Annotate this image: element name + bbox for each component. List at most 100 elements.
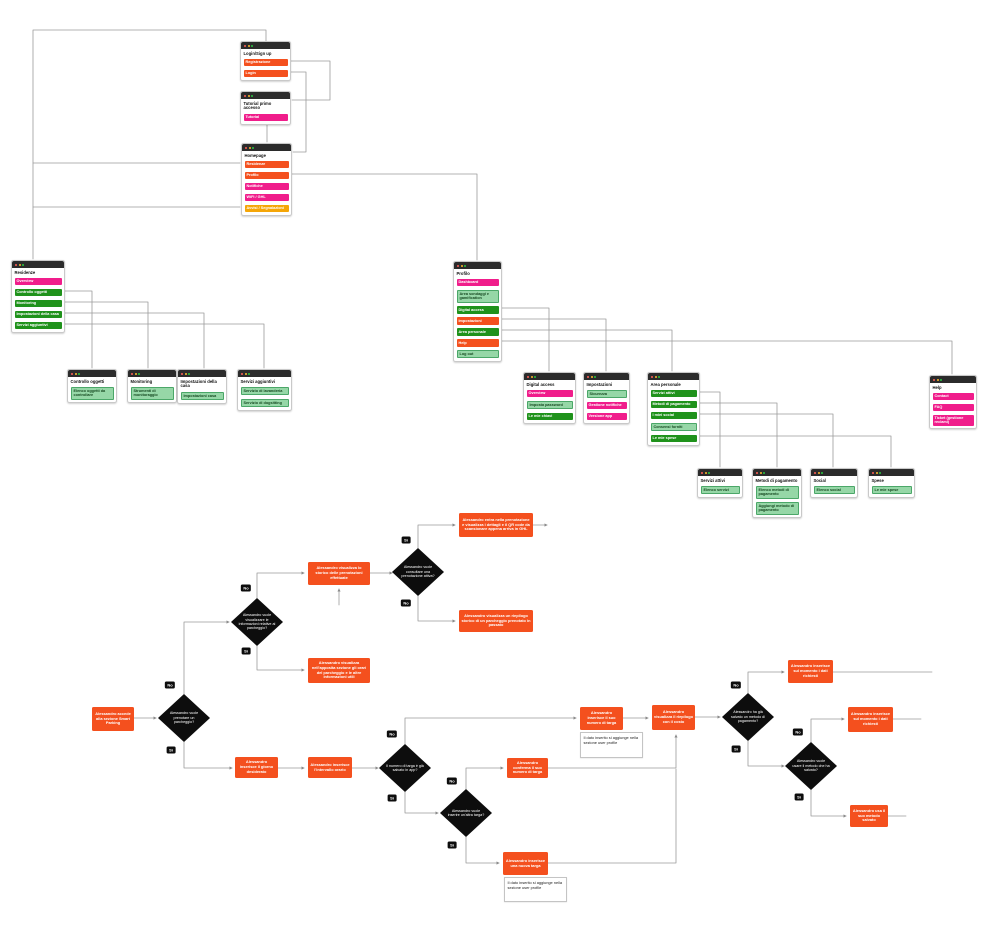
card-row-impostazioni-casa-0[interactable]: Impostazioni casa xyxy=(180,391,224,401)
card-row-profilo-4[interactable]: Area personale xyxy=(456,328,499,336)
card-row-digital-access-0[interactable]: Overview xyxy=(526,389,573,398)
flow-diamond-vuole-prenotare[interactable]: Alessandro vuole prenotare un parcheggio… xyxy=(158,694,210,742)
flow-box-orari-parcheggio[interactable]: Alessandro visualizza nell'apposita sezi… xyxy=(308,658,370,683)
card-row-servizi-aggiuntivi-0[interactable]: Servizio di lavanderia xyxy=(240,386,289,396)
branch-label-no[interactable]: No xyxy=(240,584,252,592)
branch-label-si[interactable]: Sì xyxy=(794,793,804,801)
card-row-profilo-1[interactable]: Area sondaggi e gamification xyxy=(456,289,499,303)
card-row-residenze-0[interactable]: Overview xyxy=(14,277,62,286)
card-row-digital-access-1[interactable]: Imposta password xyxy=(526,400,573,410)
branch-label-no[interactable]: No xyxy=(164,681,176,689)
card-row-servizi-attivi-0[interactable]: Elenco servizi xyxy=(700,485,740,495)
card-row-impostazioni-0[interactable]: Sicurezza xyxy=(586,389,627,399)
flow-box-giorno-desiderato[interactable]: Alessandro inserisce il giorno desiderat… xyxy=(235,757,278,778)
card-row-residenze-4[interactable]: Servizi aggiuntivi xyxy=(14,321,62,330)
branch-label-si[interactable]: Sì xyxy=(731,745,741,753)
branch-label-si[interactable]: Sì xyxy=(241,647,251,655)
card-row-area-personale-0[interactable]: Servizi attivi xyxy=(650,389,697,398)
flow-box-dati-sul-momento-1[interactable]: Alessandro inserisce sul momento i dati … xyxy=(788,660,833,683)
flow-diamond-metodo-pagamento-salvato[interactable]: Alessandro ha già salvato un metodo di p… xyxy=(722,693,774,741)
card-row-tutorial-0[interactable]: Tutorial xyxy=(243,113,288,122)
card-row-impostazioni-2[interactable]: Versione app xyxy=(586,412,627,421)
card-row-residenze-3[interactable]: Impostazioni della casa xyxy=(14,310,62,319)
flow-diamond-vuole-info[interactable]: Alessandro vuole visualizzare le informa… xyxy=(231,598,283,646)
card-row-homepage-1[interactable]: Profilo xyxy=(244,171,289,180)
card-row-residenze-1[interactable]: Controllo oggetti xyxy=(14,288,62,297)
branch-label-no[interactable]: No xyxy=(792,728,804,736)
flow-diamond-targa-salvata[interactable]: Il numero di targa è già salvato in app? xyxy=(379,744,431,792)
branch-label-no[interactable]: No xyxy=(400,599,412,607)
card-row-homepage-3[interactable]: WiFi / GHL xyxy=(244,193,289,202)
flow-diamond-usare-metodo[interactable]: Alessandro vuole usare il metodo che ha … xyxy=(785,742,837,790)
card-row-profilo-0[interactable]: Dashboard xyxy=(456,278,499,287)
card-row-impostazioni-1[interactable]: Gestione notifiche xyxy=(586,401,627,410)
card-row-homepage-0[interactable]: Residenze xyxy=(244,160,289,169)
card-row-metodi-pagamento-0[interactable]: Elenco metodi di pagamento xyxy=(755,485,799,499)
card-row-digital-access-2[interactable]: Le mie chiavi xyxy=(526,412,573,421)
branch-label-no[interactable]: No xyxy=(446,777,458,785)
card-row-monitoring-0[interactable]: Strumenti di monitoraggio xyxy=(130,386,174,400)
branch-label-no[interactable]: No xyxy=(730,681,742,689)
flow-box-accede-smart-parking[interactable]: Alessandro accede alla sezione Smart Par… xyxy=(92,707,134,731)
flow-connector xyxy=(547,768,677,864)
flow-diamond-altra-targa[interactable]: Alessandro vuole inserire un'altra targa… xyxy=(440,789,492,837)
branch-label-si[interactable]: Sì xyxy=(447,841,457,849)
card-row-help-2[interactable]: Ticket (gestione reclami) xyxy=(932,414,974,426)
card-row-controllo-oggetti-0[interactable]: Elenco oggetti da controllare xyxy=(70,386,114,400)
flow-box-usa-metodo-salvato[interactable]: Alessandro usa il suo metodo salvato xyxy=(850,805,888,827)
card-row-area-personale-4[interactable]: Le mie spese xyxy=(650,434,697,443)
card-row-profilo-3[interactable]: Impostazioni xyxy=(456,317,499,325)
flow-box-nuova-targa[interactable]: Alessandro inserisce una nuova targa xyxy=(503,852,548,875)
flow-diamond-prenotazione-attiva[interactable]: Alessandro vuole consultare una prenotaz… xyxy=(392,548,444,596)
card-row-servizi-aggiuntivi-1[interactable]: Servizio di dogsitting xyxy=(240,398,289,408)
branch-label-no[interactable]: No xyxy=(386,730,398,738)
flow-box-storico-prenotazioni[interactable]: Alessandro visualizza lo storico delle p… xyxy=(308,562,370,585)
branch-label-si[interactable]: Sì xyxy=(401,536,411,544)
branch-label-si[interactable]: Sì xyxy=(166,746,176,754)
card-row-login-0[interactable]: Registrazione xyxy=(243,58,288,67)
card-row-help-0[interactable]: Contact xyxy=(932,392,974,401)
card-row-area-personale-1[interactable]: Metodi di pagamento xyxy=(650,400,697,409)
flow-note-note-targa-2[interactable]: Il dato inserito si aggiunge nella sezio… xyxy=(504,877,567,902)
flow-note-note-targa-1[interactable]: Il dato inserito si aggiunge nella sezio… xyxy=(580,732,643,758)
card-row-homepage-4[interactable]: Avvisi / Segnalazioni xyxy=(244,204,289,213)
card-row-social-0[interactable]: Elenco social xyxy=(813,485,855,495)
card-row-area-personale-3[interactable]: Consensi forniti xyxy=(650,422,697,432)
flow-box-qr-code[interactable]: Alessandro entra nella prenotazione e vi… xyxy=(459,513,533,537)
flow-box-inserisce-targa[interactable]: Alessandro inserisce il suo numero di ta… xyxy=(580,707,623,730)
flow-box-riepilogo-storico[interactable]: Alessandro visualizza un riepilogo stori… xyxy=(459,610,533,632)
card-row-profilo-6[interactable]: Log out xyxy=(456,350,499,359)
card-row-homepage-2[interactable]: Notifiche xyxy=(244,182,289,191)
card-row-metodi-pagamento-1[interactable]: Aggiungi metodo di pagamento xyxy=(755,502,799,515)
card-row-spese-0[interactable]: Le mie spese xyxy=(871,485,912,495)
card-row-profilo-2[interactable]: Digital access xyxy=(456,306,499,314)
sitemap-connector xyxy=(64,301,149,369)
card-row-residenze-2[interactable]: Monitoring xyxy=(14,299,62,308)
flow-box-riepilogo-costo[interactable]: Alessandro visualizza il riepilogo con i… xyxy=(652,705,695,730)
card-row-help-1[interactable]: FAQ xyxy=(932,403,974,412)
flow-box-conferma-targa[interactable]: Alessandro conferma il suo numero di tar… xyxy=(507,758,548,778)
flow-box-dati-sul-momento-2[interactable]: Alessandro inserisce sul momento i dati … xyxy=(848,707,893,732)
card-row-login-1[interactable]: Login xyxy=(243,69,288,78)
card-row-profilo-5[interactable]: Help xyxy=(456,339,499,347)
branch-label-si[interactable]: Sì xyxy=(387,794,397,802)
card-row-area-personale-2[interactable]: I miei social xyxy=(650,411,697,420)
flow-box-intervallo-orario[interactable]: Alessandro inserisce l'intervallo orario xyxy=(308,757,352,778)
